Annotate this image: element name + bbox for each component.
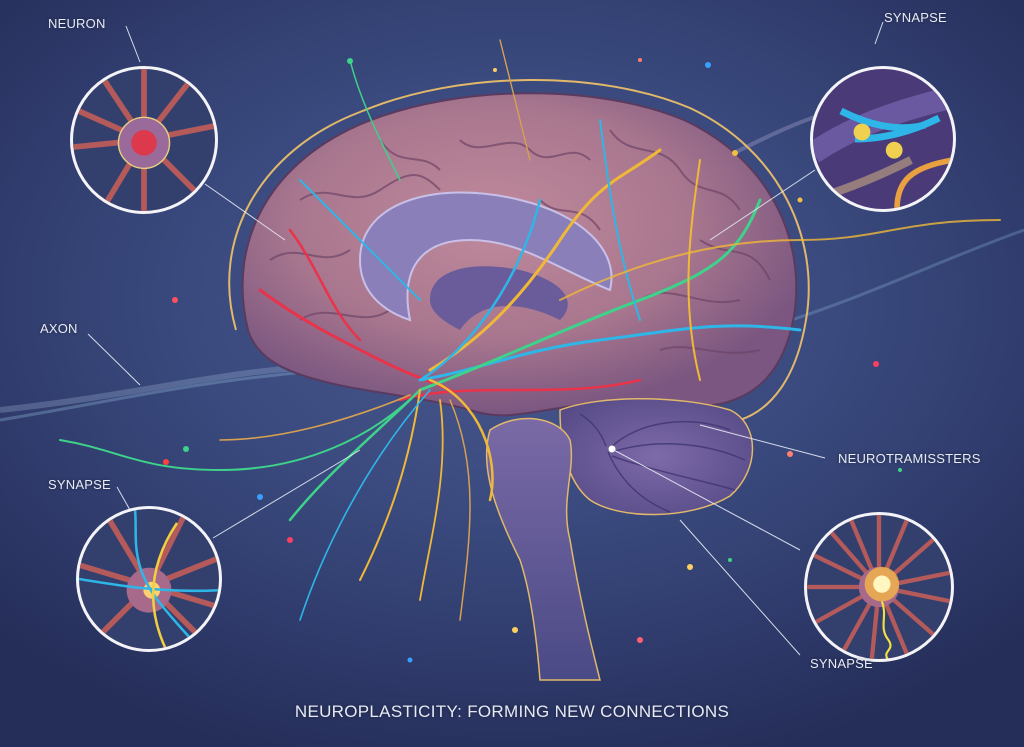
label-neurotransmitters: NEUROTRAMISSTERS: [838, 451, 981, 466]
label-synapse-bottom-right: SYNAPSE: [810, 656, 873, 671]
figure-title: NEUROPLASTICITY: FORMING NEW CONNECTIONS: [294, 702, 730, 721]
cerebellum: [559, 398, 754, 516]
inset-neuron: [70, 66, 218, 214]
inset-synapse-top-right: [810, 66, 956, 212]
label-neuron: NEURON: [48, 16, 106, 31]
label-synapse-top-right: SYNAPSE: [884, 10, 947, 25]
cerebrum: [241, 92, 798, 417]
inset-synapse-left: [76, 506, 222, 652]
neurotransmitter-particles: [163, 58, 902, 663]
brainstem: [485, 417, 601, 681]
label-synapse-left: SYNAPSE: [48, 477, 111, 492]
inset-synapse-bottom-right: [804, 512, 954, 662]
corpus-callosum: [358, 191, 613, 322]
label-axon: AXON: [40, 321, 78, 336]
